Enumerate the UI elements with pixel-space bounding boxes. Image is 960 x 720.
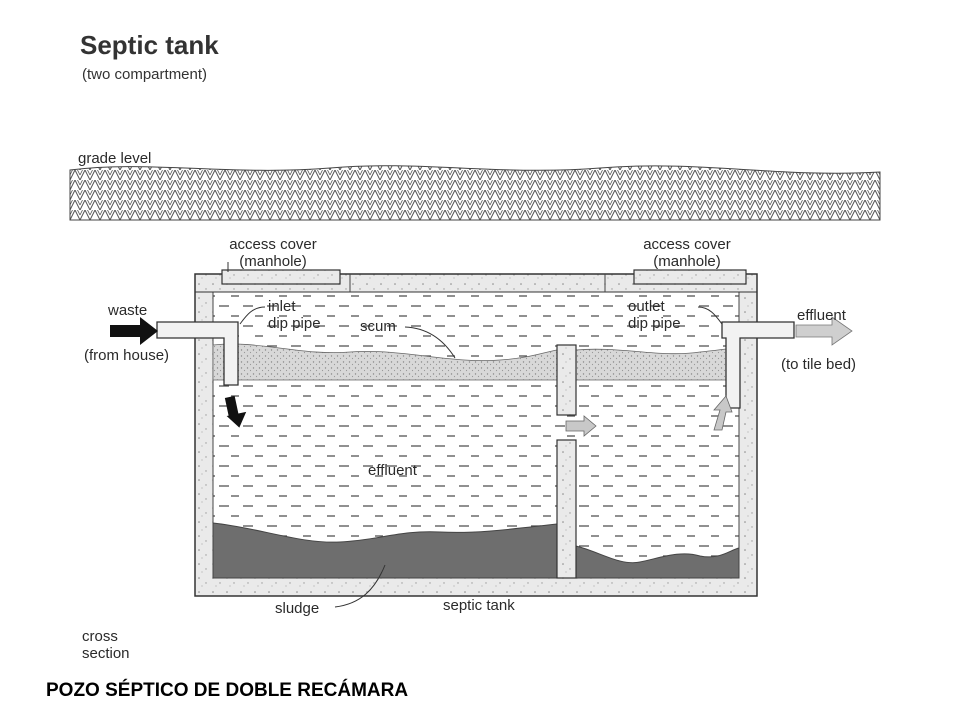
septic-tank-label: septic tank <box>443 597 515 614</box>
sludge-right <box>575 545 740 579</box>
outlet-dip-pipe-label: outlet dip pipe <box>628 298 681 332</box>
sludge-left <box>212 522 558 579</box>
transfer-arrow <box>565 415 597 437</box>
access-cover-right-label: access cover (manhole) <box>632 236 742 270</box>
scum-leader <box>404 326 456 359</box>
inlet-pipe <box>156 321 239 386</box>
access-cover-right <box>633 269 747 285</box>
access-cover-left-line1: access cover <box>229 236 317 253</box>
outlet-label-line1: outlet <box>628 298 665 315</box>
effluent-mid-label: effluent <box>368 462 417 479</box>
inlet-label-line2: dip pipe <box>268 315 321 332</box>
cross-section-line2: section <box>82 645 130 662</box>
access-cover-left-line2: (manhole) <box>239 253 307 270</box>
divider-wall-top <box>556 344 577 416</box>
access-cover-right-line1: access cover <box>643 236 731 253</box>
grade-level-label: grade level <box>78 150 152 167</box>
outlet-leader <box>697 306 723 325</box>
outlet-label-line2: dip pipe <box>628 315 681 332</box>
access-cover-right-line2: (manhole) <box>653 253 721 270</box>
inlet-dip-pipe-label: inlet dip pipe <box>268 298 321 332</box>
access-cover-left-label: access cover (manhole) <box>218 236 328 270</box>
cross-section-label: cross section <box>82 628 130 662</box>
outlet-pipe <box>721 321 795 409</box>
scum-label: scum <box>360 318 396 335</box>
ground-soil <box>69 165 881 221</box>
effluent-arrow <box>795 316 853 346</box>
inlet-leader <box>239 306 266 325</box>
down-flow-arrow <box>224 395 247 428</box>
diagram-subtitle: (two compartment) <box>82 66 208 83</box>
waste-label: waste <box>108 302 148 319</box>
diagram-title: Septic tank <box>80 30 219 60</box>
waste-arrow <box>110 317 158 345</box>
sludge-label: sludge <box>275 600 320 617</box>
access-cover-left <box>221 269 341 285</box>
from-house-label: (from house) <box>84 347 170 364</box>
inlet-label-line1: inlet <box>268 298 296 315</box>
outlet-rise-arrow <box>713 395 733 431</box>
scum-right <box>575 347 740 381</box>
to-tile-bed-label: (to tile bed) <box>781 356 857 373</box>
caption: POZO SÉPTICO DE DOBLE RECÁMARA <box>46 680 409 701</box>
effluent-out-label: effluent <box>797 307 846 324</box>
divider-wall-bottom <box>556 439 577 579</box>
cross-section-line1: cross <box>82 628 118 645</box>
sludge-leader <box>334 564 386 608</box>
scum-left <box>212 343 558 381</box>
